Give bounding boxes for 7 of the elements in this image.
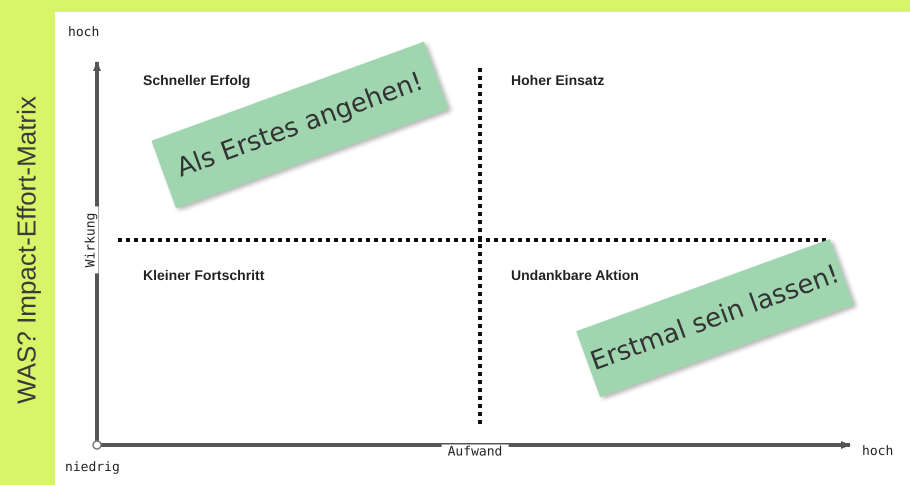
axis-label: Wirkung bbox=[84, 206, 98, 274]
axis-label: niedrig bbox=[65, 460, 120, 475]
quadrant-label: Hoher Einsatz bbox=[511, 72, 604, 88]
title: WAS? Impact-Effort-Matrix bbox=[12, 96, 42, 404]
axis-label: hoch bbox=[68, 25, 100, 40]
axis-label: hoch bbox=[862, 444, 894, 459]
quadrant-label: Kleiner Fortschritt bbox=[143, 267, 264, 283]
